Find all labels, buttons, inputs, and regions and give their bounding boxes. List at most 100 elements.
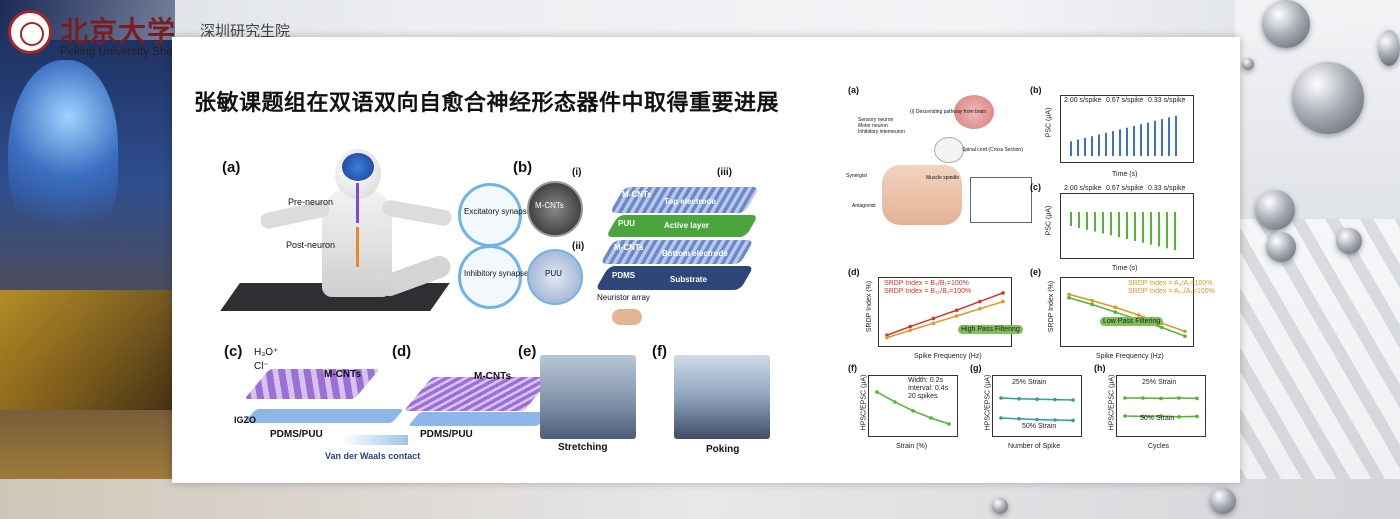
chip-illustration	[0, 290, 175, 410]
panel-label-a: (a)	[222, 159, 241, 176]
data-point	[1001, 291, 1005, 295]
puu-image	[527, 249, 583, 305]
data-point	[1123, 396, 1127, 400]
series-line	[1068, 293, 1186, 333]
data-point	[875, 390, 879, 394]
stretching-label: Stretching	[558, 442, 608, 453]
data-point	[1090, 302, 1094, 307]
chart-e	[1060, 277, 1194, 347]
data-point	[1183, 329, 1187, 334]
layer-label-pdms: PDMS	[612, 271, 636, 280]
chart-f-note-3: 20 spikes	[908, 393, 938, 400]
data-point	[1177, 415, 1181, 419]
background-bottom	[0, 479, 1400, 519]
university-seal-icon	[8, 10, 52, 54]
excitatory-synapse-circle	[458, 183, 522, 247]
data-point	[1053, 418, 1057, 422]
mcnts-sem-label: M-CNTs	[535, 201, 564, 210]
logo-chinese-subname: 深圳研究生院	[200, 23, 291, 40]
data-point	[1195, 414, 1199, 419]
chart-c-legend-1: 2.00 s/spike	[1064, 185, 1102, 192]
stretching-photo	[540, 355, 636, 439]
chart-e-xlabel: Spike Frequency (Hz)	[1096, 353, 1164, 360]
chart-b-ylabel: PSC (μA)	[1045, 107, 1053, 138]
chart-c	[1060, 193, 1194, 259]
chart-e-ylabel: SRDP Index (%)	[1048, 280, 1056, 333]
sphere-decoration	[1242, 58, 1254, 70]
muscle-spindle-label: Muscle spindle	[926, 175, 960, 181]
chart-b-legend-2: 0.67 s/spike	[1106, 97, 1144, 104]
arm-illustration	[882, 165, 962, 225]
data-point	[911, 409, 915, 413]
panel-label-f: (f)	[652, 343, 667, 360]
data-point	[1113, 310, 1118, 314]
post-neuron-label: Post-neuron	[286, 240, 336, 250]
neuristor-array-label: Neuristor array	[597, 293, 650, 302]
sphere-decoration	[992, 498, 1008, 514]
layer-label-bottom-electrode: Bottom electrode	[662, 249, 728, 258]
chart-d-ylabel: SRDP Index (%)	[866, 280, 874, 333]
chart-b	[1060, 95, 1194, 163]
chart-f-note-2: Interval: 0.4s	[908, 385, 949, 392]
data-point	[1090, 298, 1094, 303]
layer-label-active: Active layer	[664, 221, 709, 230]
series-line	[886, 292, 1004, 336]
data-point	[954, 308, 959, 313]
layer-label-substrate: Substrate	[670, 275, 707, 284]
chart-c-legend-3: 0.33 s/spike	[1148, 185, 1186, 192]
chart-b-xlabel: Time (s)	[1112, 171, 1138, 178]
h3o-label: H₃O⁺	[254, 347, 279, 358]
data-point	[947, 422, 951, 426]
inhibitory-synapse-circle	[458, 245, 522, 309]
data-point	[1159, 396, 1163, 401]
data-point	[1195, 396, 1199, 401]
data-point	[1017, 397, 1021, 401]
right-panel-label-a: (a)	[848, 85, 859, 95]
chart-d-legend-2: SRDP Index = B₁₀/B₁=100%	[884, 288, 972, 295]
chart-c-ylabel: PSC (μA)	[1045, 205, 1053, 236]
chart-g-note-1: 25% Strain	[1012, 379, 1047, 386]
data-point	[1035, 417, 1039, 422]
layer-label-mcnts-top: M-CNTs	[622, 190, 652, 199]
data-point	[885, 335, 889, 340]
data-point	[893, 400, 897, 404]
cl-label: Cl⁻	[254, 361, 269, 372]
transition-arrow-icon	[340, 435, 408, 445]
panel-label-b: (b)	[513, 159, 533, 176]
right-panel-label-b: (b)	[1030, 85, 1042, 95]
circuit-diagram	[970, 177, 1032, 223]
sphere-decoration	[1378, 30, 1400, 66]
chart-c-xlabel: Time (s)	[1112, 265, 1138, 272]
data-point	[999, 396, 1003, 400]
data-point	[929, 416, 933, 420]
chart-d	[878, 277, 1012, 347]
chart-f-xlabel: Strain (%)	[896, 443, 928, 450]
data-point	[1053, 397, 1057, 402]
data-point	[978, 307, 982, 311]
legend-interneuron: Inhibitory interneuron	[858, 129, 905, 135]
data-point	[908, 328, 912, 333]
chart-g-xlabel: Number of Spike	[1008, 443, 1061, 450]
right-panel-label-d: (d)	[848, 267, 860, 277]
chart-b-legend-3: 0.33 s/spike	[1148, 97, 1186, 104]
mcnts-sem-image	[527, 181, 583, 237]
data-point	[1159, 414, 1163, 418]
sphere-decoration	[1336, 228, 1362, 254]
low-pass-badge: Low Pass Filtering	[1100, 317, 1164, 326]
chart-h-note-1: 25% Strain	[1142, 379, 1177, 386]
chart-d-xlabel: Spike Frequency (Hz)	[914, 353, 982, 360]
right-panel-label-h: (h)	[1094, 363, 1106, 373]
panel-label-c: (c)	[224, 343, 243, 360]
layer-label-mcnts-bottom: M-CNTs	[614, 243, 644, 252]
data-point	[1123, 414, 1127, 418]
chart-c-legend-2: 0.67 s/spike	[1106, 185, 1144, 192]
logo-chinese-name: 北京大学	[60, 15, 177, 48]
woven-fiber-illustration	[1235, 219, 1400, 519]
brain-illustration	[8, 60, 118, 250]
sub-label-ii: (ii)	[572, 241, 585, 252]
sphere-decoration	[1262, 0, 1310, 48]
right-panel-label-e: (e)	[1030, 267, 1041, 277]
chart-g	[992, 375, 1082, 437]
spinal-cord-icon	[934, 137, 964, 163]
d-substrate-label: PDMS/PUU	[420, 429, 473, 440]
